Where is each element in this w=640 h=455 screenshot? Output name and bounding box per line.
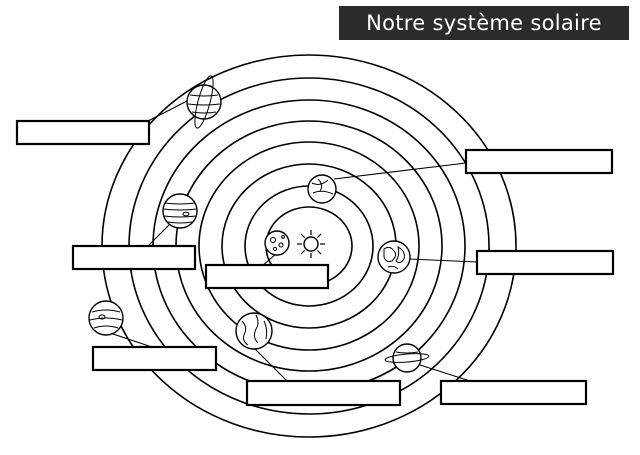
leader-line-neptune (109, 332, 153, 348)
label-box-mercury[interactable] (204, 263, 330, 290)
label-boxes (15, 119, 615, 407)
sun (297, 230, 325, 258)
label-box-earth[interactable] (475, 249, 615, 276)
venus-planet (235, 312, 273, 350)
worksheet-title: Notre système solaire (339, 6, 629, 40)
label-box-neptune[interactable] (91, 345, 218, 372)
neptune-planet (88, 300, 124, 336)
leader-line-mars (333, 162, 467, 180)
uranus-planet (384, 343, 430, 373)
leader-line-uranus (419, 364, 471, 382)
jupiter-planet (162, 193, 198, 229)
label-box-saturn[interactable] (15, 119, 151, 146)
mercury-planet (264, 230, 290, 256)
leader-line-saturn (147, 100, 188, 122)
label-box-mars[interactable] (464, 148, 614, 175)
label-box-jupiter[interactable] (71, 244, 197, 271)
mars-planet (307, 174, 337, 204)
leader-line-venus (253, 347, 288, 382)
label-box-venus[interactable] (245, 379, 402, 407)
orbit-4 (198, 141, 420, 351)
label-box-uranus[interactable] (439, 379, 588, 406)
saturn-planet (186, 75, 222, 129)
leader-line-earth (408, 258, 478, 263)
earth-planet (377, 240, 411, 274)
leader-lines (109, 100, 478, 382)
